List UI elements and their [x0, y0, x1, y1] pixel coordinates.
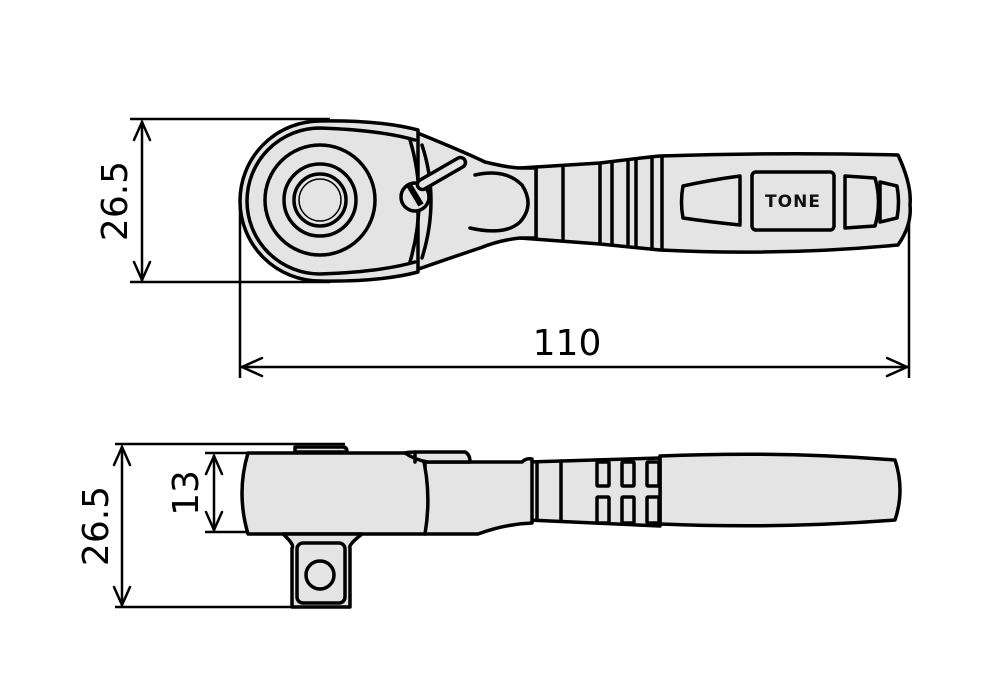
side-grip-ribs-section — [526, 456, 662, 528]
side-neck — [423, 457, 534, 536]
grip-inlay-right — [843, 174, 881, 230]
side-release-button — [293, 445, 349, 454]
brand-plate — [750, 170, 836, 232]
dimension-label-overall-height: 26.5 — [76, 486, 117, 566]
drive-gear-ring — [263, 143, 377, 257]
dimension-head-height: 26.5 — [95, 118, 152, 284]
head-inner-rim — [245, 126, 417, 276]
dimension-label-head-thickness: 13 — [166, 470, 207, 516]
grip-inlay-left — [679, 174, 742, 227]
dimension-label-head-height: 26.5 — [95, 161, 136, 241]
side-view: 26.5 13 — [76, 442, 902, 609]
side-grip-slots — [595, 460, 661, 525]
quick-release-button — [292, 172, 348, 228]
side-head — [240, 451, 430, 536]
dimension-overall-height: 26.5 — [76, 443, 132, 609]
grip-end-cap — [878, 180, 901, 224]
dimension-head-thickness: 13 — [166, 452, 224, 534]
top-view: TONE 26.5 110 — [95, 117, 912, 378]
direction-lever — [415, 155, 468, 192]
ratchet-neck — [408, 128, 538, 274]
dimension-overall-length: 110 — [238, 323, 911, 378]
neck-recess — [468, 171, 530, 233]
dimension-label-overall-length: 110 — [533, 323, 602, 364]
selector-arc-outer — [420, 143, 433, 260]
detent-ball — [304, 559, 336, 591]
side-handle-grip — [658, 452, 902, 528]
grip-ribs — [534, 155, 664, 252]
brand-logo-text: TONE — [765, 192, 821, 212]
drive-collar — [282, 162, 358, 238]
